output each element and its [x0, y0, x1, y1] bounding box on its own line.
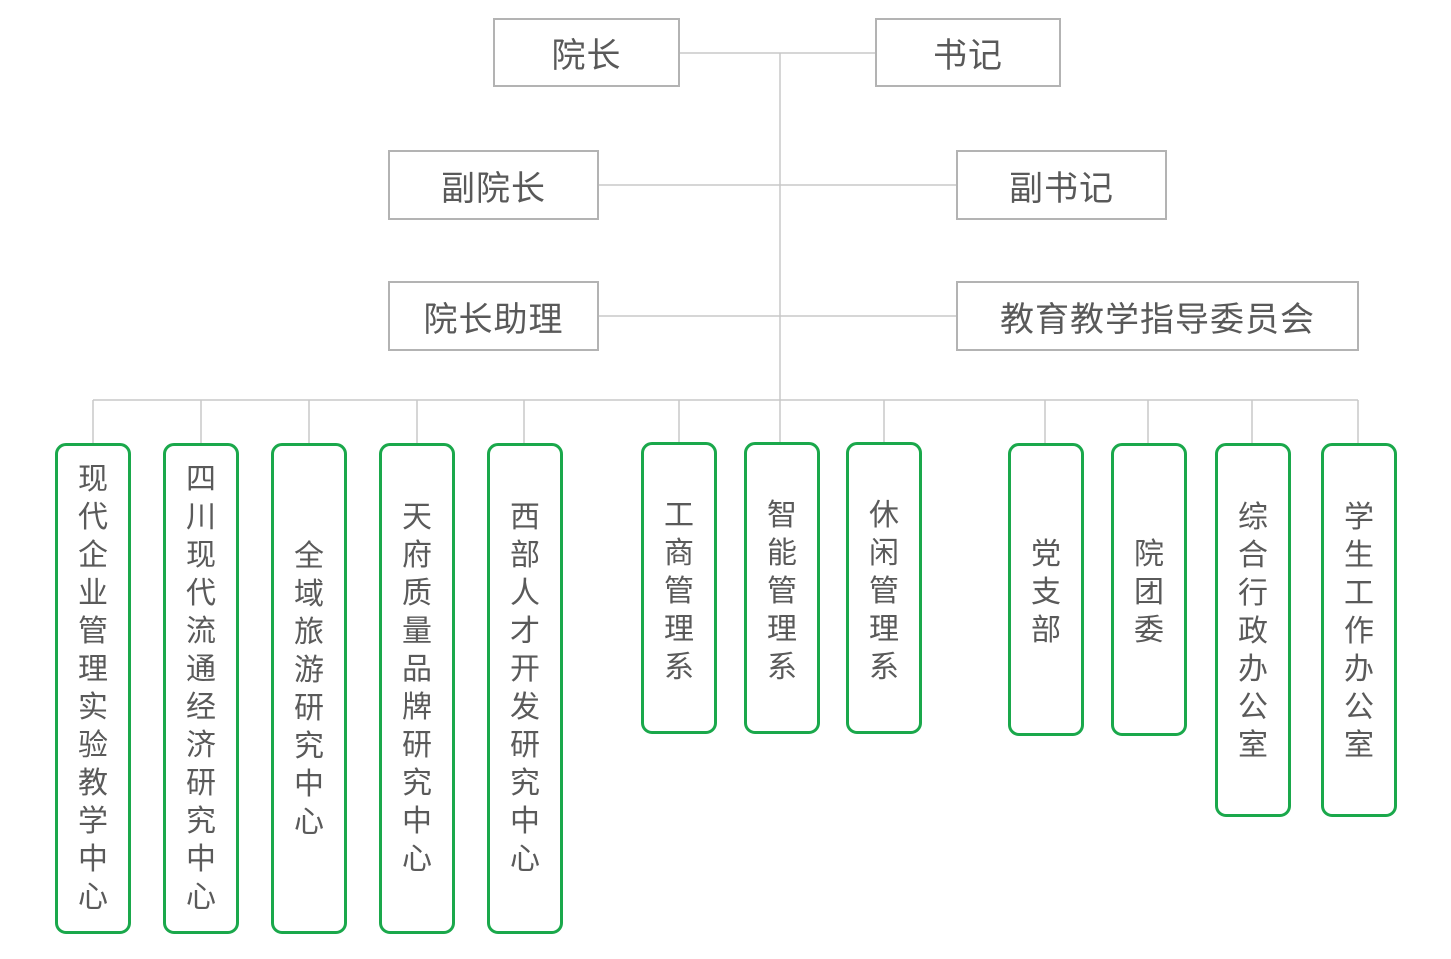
unit-label: 院团委 [1134, 537, 1164, 648]
unit-label: 综合行政办公室 [1238, 500, 1268, 763]
unit-box: 党支部 [1008, 443, 1084, 736]
unit-box: 智能管理系 [744, 442, 820, 734]
dean-box: 院长 [493, 18, 680, 87]
unit-box: 学生工作办公室 [1321, 443, 1397, 817]
unit-label: 休闲管理系 [869, 498, 899, 685]
unit-box: 全域旅游研究中心 [271, 443, 347, 934]
unit-box: 四川现代流通经济研究中心 [163, 443, 239, 934]
secretary-label: 书记 [933, 36, 1003, 76]
unit-box: 工商管理系 [641, 442, 717, 734]
unit-label: 学生工作办公室 [1344, 500, 1374, 763]
unit-box: 西部人才开发研究中心 [487, 443, 563, 934]
vice-secretary-box: 副书记 [956, 150, 1167, 220]
unit-label: 现代企业管理实验教学中心 [78, 462, 108, 915]
unit-label: 党支部 [1031, 537, 1061, 648]
dean-assistant-box: 院长助理 [388, 281, 599, 351]
vice-dean-label: 副院长 [441, 168, 546, 209]
unit-box: 现代企业管理实验教学中心 [55, 443, 131, 934]
unit-label: 全域旅游研究中心 [294, 539, 324, 840]
unit-label: 四川现代流通经济研究中心 [186, 462, 216, 915]
unit-box: 综合行政办公室 [1215, 443, 1291, 817]
unit-box: 院团委 [1111, 443, 1187, 736]
unit-box: 休闲管理系 [846, 442, 922, 734]
unit-label: 工商管理系 [664, 498, 694, 685]
vice-dean-box: 副院长 [388, 150, 599, 220]
unit-label: 天府质量品牌研究中心 [402, 500, 432, 877]
vice-secretary-label: 副书记 [1009, 168, 1114, 209]
unit-box: 天府质量品牌研究中心 [379, 443, 455, 934]
dean-assistant-label: 院长助理 [423, 299, 564, 340]
unit-label: 智能管理系 [767, 498, 797, 685]
teaching-committee-box: 教育教学指导委员会 [956, 281, 1359, 351]
teaching-committee-label: 教育教学指导委员会 [1000, 299, 1315, 340]
dean-label: 院长 [551, 36, 622, 76]
unit-label: 西部人才开发研究中心 [510, 500, 540, 877]
secretary-box: 书记 [875, 18, 1061, 87]
